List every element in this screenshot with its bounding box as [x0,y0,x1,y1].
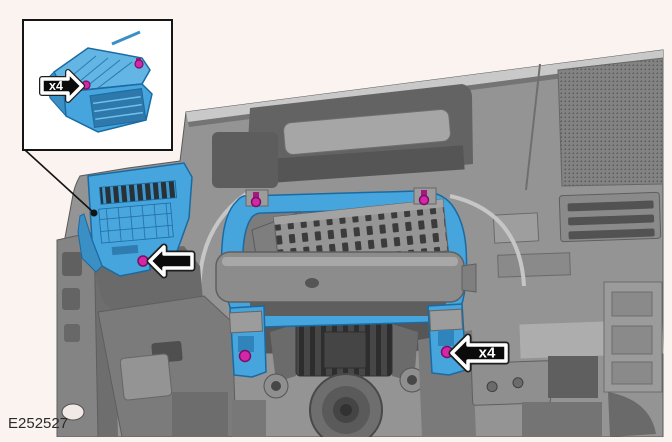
column-cutout [62,288,80,310]
foot-detail-right [438,330,454,346]
vent-housing-side [77,213,103,273]
leader-dot [90,209,98,217]
recess-lip [283,108,451,156]
vent-fastener-arrow [146,243,196,279]
bracket-right-mid [492,212,540,244]
frame-quantity-label: x4 [479,345,496,362]
steering-wing-right [392,324,418,382]
crossbeam-hole [305,278,319,288]
dark-block-right [548,356,598,398]
clip-stem-left [253,192,259,200]
bottom-margin [0,437,672,442]
inset-detail: x4 [22,19,173,217]
column-cutout [62,252,82,276]
pillar-seam [525,63,541,191]
fastener-clip-top-left [250,196,262,208]
leader-line [24,149,94,213]
callouts: x4 [146,243,510,373]
foot-cap-right [428,308,464,332]
inset-quantity-arrow: x4 [39,69,85,103]
beam-shadow [250,302,446,316]
lower-block-left [232,400,266,437]
vent-slot-row [99,180,178,205]
steering-boss-left-core [271,381,281,391]
crossbeam-hook [461,263,477,293]
vent-vane-grid [98,202,174,244]
column-cutout [64,324,80,342]
panel-right-lower [603,281,663,393]
floor-block-right [522,402,602,437]
speaker-grille [557,57,664,187]
crossbeam-highlight [222,257,458,266]
floor-bracket-left [119,353,173,401]
trim-arc-right [449,194,526,287]
fastener-screw-foot-left [238,349,252,363]
steering-shaft [340,404,352,416]
figure-code: E252527 [8,415,68,432]
steering-wing-left [270,324,296,382]
inset-fastener-top [134,59,144,69]
column-hole [61,403,85,421]
foot-detail-left [238,336,254,352]
bracket-with-screws [470,360,552,406]
vent-lower-detail [111,244,139,256]
frame-fastener-arrow: x4 [448,333,510,373]
floor-block-left [172,392,228,437]
arrow-right-icon [40,70,84,102]
side-vent-right [558,191,662,243]
recess-shadow [273,145,465,183]
arrow-left-icon [450,335,508,371]
steering-boss-right-core [407,375,417,385]
fastener-clip-top-right [418,194,430,206]
dash-pocket-left [212,132,278,188]
steering-center-plate [323,331,367,369]
strut-right [608,392,656,437]
inset-vent-ribs [61,55,133,89]
inset-quantity-label: x4 [49,79,63,93]
bracket-right-lower [497,252,571,278]
clip-stem-right [421,190,427,198]
inset-vent-louvers [89,87,147,129]
foot-cap-left [228,310,264,334]
vent-pipe [111,30,141,46]
arrow-left-icon [148,245,194,277]
